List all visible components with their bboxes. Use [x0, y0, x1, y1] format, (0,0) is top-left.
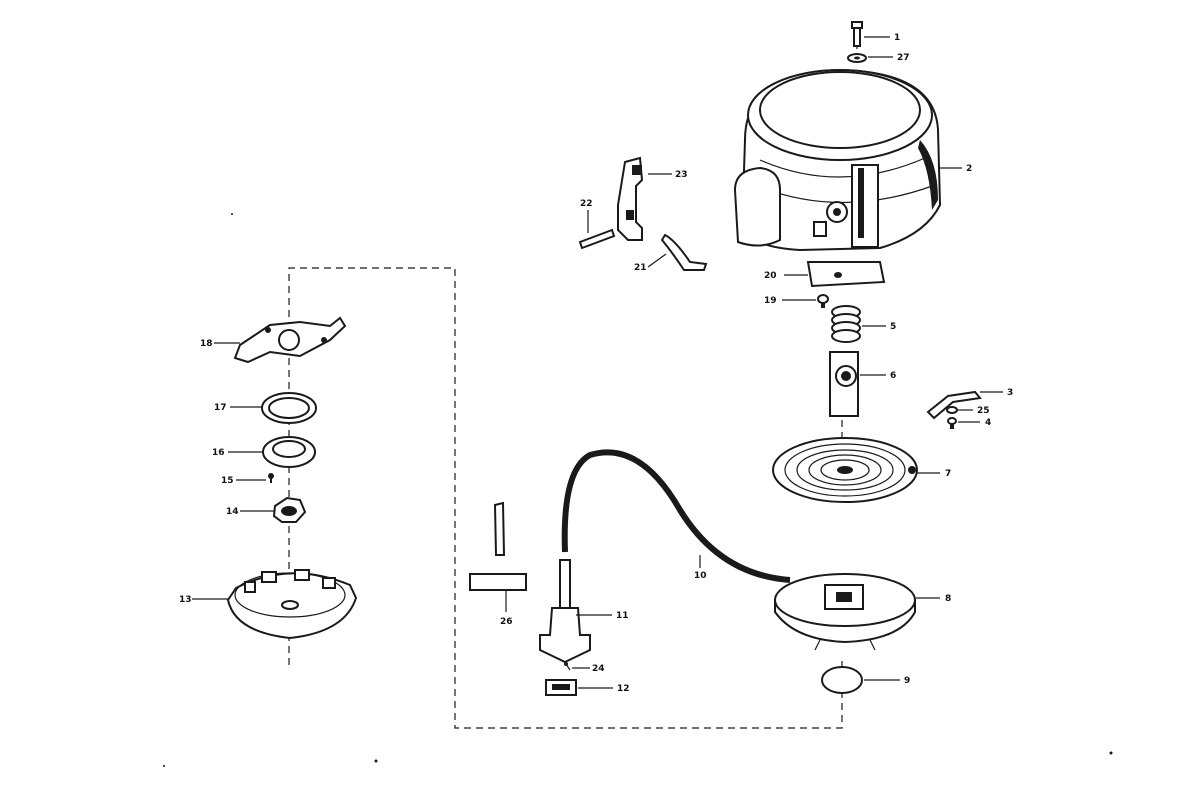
callout-14: 14 — [226, 507, 239, 517]
callout-4: 4 — [985, 418, 991, 428]
recoil-spring-part-7 — [772, 437, 918, 503]
callout-10: 10 — [694, 571, 707, 581]
plate-part-20 — [806, 261, 886, 288]
callout-6: 6 — [890, 371, 896, 381]
starter-housing-part-2 — [733, 68, 942, 252]
spring-part-5 — [831, 305, 861, 343]
washer-part-27 — [847, 53, 867, 63]
callout-16: 16 — [212, 448, 225, 458]
callout-17: 17 — [214, 403, 227, 413]
callout-leaders — [192, 36, 1003, 689]
callout-2: 2 — [966, 164, 972, 174]
cup-part-13 — [226, 569, 358, 640]
ring-part-17 — [261, 392, 317, 424]
link-part-3 — [926, 390, 982, 420]
retaining-ring-part-9 — [821, 666, 863, 694]
callout-27: 27 — [897, 53, 910, 63]
callout-3: 3 — [1007, 388, 1013, 398]
callout-11: 11 — [616, 611, 629, 621]
callout-25: 25 — [977, 406, 990, 416]
callout-24: 24 — [592, 664, 605, 674]
callout-20: 20 — [764, 271, 777, 281]
washer-part-16 — [262, 436, 316, 468]
callout-19: 19 — [764, 296, 777, 306]
handle-insert-part-12 — [545, 679, 577, 696]
callout-1: 1 — [894, 33, 900, 43]
pin-part-22 — [578, 228, 616, 250]
callout-8: 8 — [945, 594, 951, 604]
screw-part-19 — [817, 294, 829, 308]
washer-part-25 — [946, 406, 958, 414]
bolt-part-1 — [851, 21, 863, 47]
callout-21: 21 — [634, 263, 647, 273]
callout-7: 7 — [945, 469, 951, 479]
callout-9: 9 — [904, 676, 910, 686]
pulley-part-8 — [774, 573, 916, 651]
spring-clip-part-21 — [660, 233, 708, 271]
callout-5: 5 — [890, 322, 896, 332]
callout-23: 23 — [675, 170, 688, 180]
pin-part-24 — [564, 662, 571, 671]
callout-12: 12 — [617, 684, 630, 694]
rope-part-10 — [561, 449, 791, 583]
screw-part-15 — [268, 473, 274, 483]
callout-labels: 1 27 2 23 22 21 20 19 5 6 3 25 4 7 8 9 1… — [179, 33, 1013, 694]
tube-block-part-26 — [469, 501, 527, 591]
callout-26: 26 — [500, 617, 513, 627]
nut-part-14 — [272, 496, 307, 523]
scan-specks — [163, 213, 1113, 767]
callout-18: 18 — [200, 339, 213, 349]
callout-22: 22 — [580, 199, 593, 209]
callout-13: 13 — [179, 595, 192, 605]
plunger-part-6 — [829, 351, 859, 417]
pawl-bracket-part-23 — [617, 156, 644, 241]
callout-15: 15 — [221, 476, 234, 486]
starter-handle-part-11 — [539, 559, 591, 664]
screw-part-4 — [947, 417, 957, 429]
pawl-plate-part-18 — [233, 316, 347, 364]
